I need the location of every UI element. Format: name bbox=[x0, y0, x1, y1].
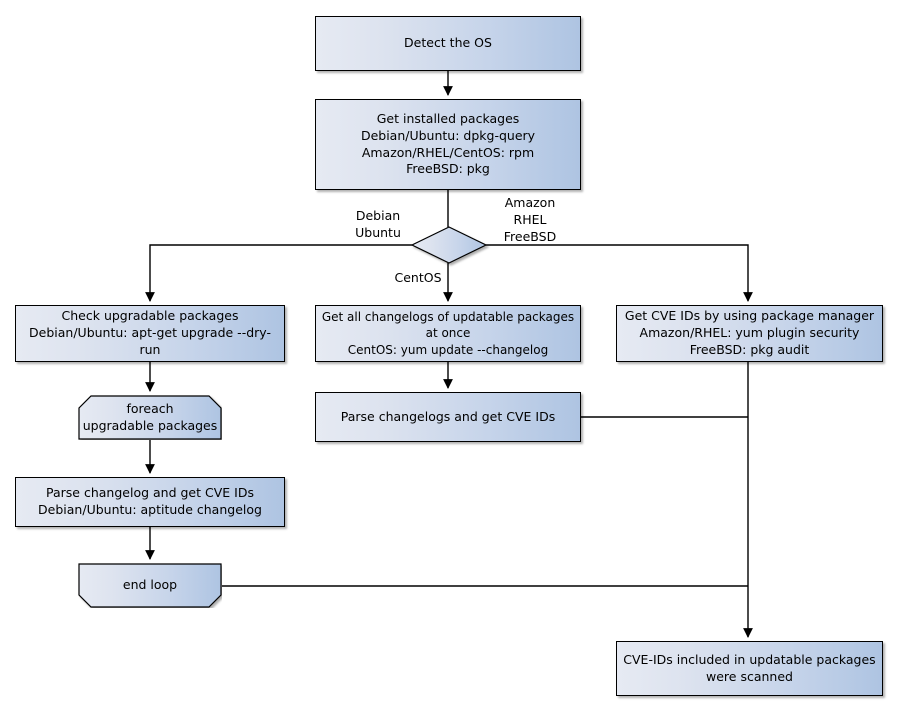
node-foreach-label: foreach upgradable packages bbox=[82, 400, 218, 433]
os-decision-diamond bbox=[410, 226, 488, 264]
node-end-loop[interactable]: end loop bbox=[78, 563, 222, 608]
edge-label-centos: CentOS bbox=[394, 270, 442, 285]
node-check-upgradable-packages[interactable]: Check upgradable packages Debian/Ubuntu:… bbox=[15, 305, 285, 362]
edge-decision-right-bus bbox=[486, 244, 753, 302]
node-get-cve-ids-package-manager[interactable]: Get CVE IDs by using package manager Ama… bbox=[616, 305, 883, 362]
node-cve-ids-scanned[interactable]: CVE-IDs included in updatable packages w… bbox=[616, 641, 883, 696]
node-end-loop-label: end loop bbox=[122, 577, 178, 593]
node-foreach-upgradable-packages[interactable]: foreach upgradable packages bbox=[78, 395, 222, 440]
loop-start-shape bbox=[78, 395, 222, 440]
node-get-installed-packages[interactable]: Get installed packages Debian/Ubuntu: dp… bbox=[315, 99, 581, 190]
edge-label-amazon-rhel-freebsd: Amazon RHEL FreeBSD bbox=[503, 195, 557, 244]
edge-decision-left-bus bbox=[145, 244, 412, 302]
loop-end-shape bbox=[78, 563, 222, 608]
node-detect-os[interactable]: Detect the OS bbox=[315, 16, 581, 71]
node-parse-changelog-cve-debian[interactable]: Parse changelog and get CVE IDs Debian/U… bbox=[15, 477, 285, 527]
node-parse-changelogs-cve[interactable]: Parse changelogs and get CVE IDs bbox=[315, 392, 581, 442]
edge-label-debian-ubuntu: Debian Ubuntu bbox=[355, 208, 401, 240]
node-get-all-changelogs[interactable]: Get all changelogs of updatable packages… bbox=[315, 305, 581, 362]
